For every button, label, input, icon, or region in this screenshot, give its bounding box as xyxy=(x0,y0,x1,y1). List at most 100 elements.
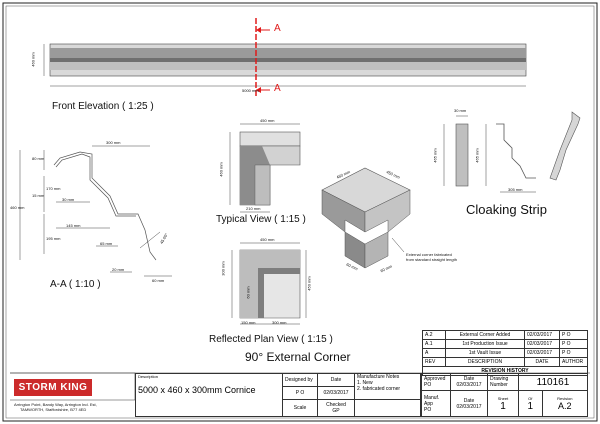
front-elevation-drawing xyxy=(43,18,527,98)
dim-cs-3: 305 mm xyxy=(508,187,523,192)
description-cell: 1st Vault Issue xyxy=(445,348,525,358)
approved-value: PO xyxy=(424,382,432,389)
header-author: AUTHOR xyxy=(559,357,588,367)
rev-cell: A.2 xyxy=(422,330,446,340)
iso-note-line1: External corner fabricated xyxy=(406,252,452,257)
header-rev: REV xyxy=(422,357,446,367)
date-value: 02/03/2017 xyxy=(317,385,355,400)
designed-by-label: Designed by xyxy=(282,373,318,387)
section-mark-top: A xyxy=(274,23,281,34)
dim-tv-0: 450 mm xyxy=(260,118,275,123)
dim-aa-3: 30 mm xyxy=(62,197,75,202)
revision-value: A.2 xyxy=(558,401,572,412)
manufacture-notes-cell: Manufacture Notes 1. New 2. fabricated c… xyxy=(354,373,421,400)
plan-view-title: Reflected Plan View ( 1:15 ) xyxy=(209,334,333,345)
date-cell: 02/03/2017 xyxy=(524,339,560,349)
checked-value: GP xyxy=(332,407,340,414)
date-cell: 02/03/2017 xyxy=(524,330,560,340)
address-line1: Arrington Point, Bandy Way, Arrington In… xyxy=(14,402,97,407)
author-cell: P O xyxy=(559,330,588,340)
approved-cell: Approved PO xyxy=(421,372,451,392)
section-aa-title: A-A ( 1:10 ) xyxy=(50,279,101,290)
main-title: 90° External Corner xyxy=(245,350,351,364)
dim-tv-1: 460 mm xyxy=(218,162,224,177)
of-label: Of xyxy=(528,395,533,401)
of-value: 1 xyxy=(527,400,534,412)
dim-pv-5: 300 mm xyxy=(272,320,287,325)
address-line2: TAMWORTH, Staffordshire, B77 4ED xyxy=(20,407,87,412)
dim-pv-3: 450 mm xyxy=(306,276,312,291)
front-length-dim: 5000 mm xyxy=(242,88,259,93)
dim-aa-10: 60 mm xyxy=(152,278,165,283)
designed-by-value: P O xyxy=(282,385,318,400)
typical-view-title: Typical View ( 1:15 ) xyxy=(216,214,306,225)
manuf-date-cell: Date 02/03/2017 xyxy=(450,390,488,417)
dim-pv-4: 150 mm xyxy=(241,320,256,325)
manuf-app-label: Manuf. App xyxy=(424,394,440,407)
sheet-label: Sheet xyxy=(497,395,509,401)
manufacture-notes-label: Manufacture Notes xyxy=(357,374,400,380)
approved-date-cell: Date 02/03/2017 xyxy=(450,372,488,392)
date-cell: 02/03/2017 xyxy=(524,348,560,358)
dim-aa-8: 65 mm xyxy=(100,241,113,246)
section-aa-drawing xyxy=(19,145,172,277)
checked-cell: Checked GP xyxy=(317,398,355,418)
manuf-app-value: PO xyxy=(424,406,432,413)
front-height-dim: 460 mm xyxy=(30,52,36,67)
approved-label: Approved xyxy=(424,376,446,383)
manuf-app-cell: Manuf. App PO xyxy=(421,390,451,417)
rev-cell: A xyxy=(422,348,446,358)
revision-label: Revision xyxy=(557,396,573,402)
cloaking-strip-title: Cloaking Strip xyxy=(466,202,547,217)
cloaking-strip-drawing xyxy=(443,111,581,193)
front-elevation-title: Front Elevation ( 1:25 ) xyxy=(52,101,154,112)
table-row: A.2 External Corner Added 02/03/2017 P O xyxy=(422,330,588,340)
manufacture-note1: 1. New xyxy=(357,380,373,386)
dim-aa-7: 460 mm xyxy=(10,205,25,210)
dim-aa-9: 20 mm xyxy=(112,267,125,272)
table-header-row: REV DESCRIPTION DATE AUTHOR xyxy=(422,357,588,367)
date-label: Date xyxy=(317,373,355,387)
isometric-corner-drawing xyxy=(321,167,411,269)
checked-label: Checked xyxy=(326,401,346,408)
title-block-right: Approved PO Date 02/03/2017 Drawing Numb… xyxy=(421,372,589,417)
dim-aa-2: 15 mm xyxy=(32,193,45,198)
dim-pv-1: 300 mm xyxy=(220,261,226,276)
typical-view-drawing xyxy=(229,123,301,213)
plan-view-drawing xyxy=(231,242,307,325)
author-cell: P O xyxy=(559,339,588,349)
manuf-date-value: 02/03/2017 xyxy=(456,403,482,410)
drawing-number-value: 110161 xyxy=(518,372,588,392)
dim-pv-0: 450 mm xyxy=(260,237,275,242)
manuf-date-label: Date xyxy=(463,397,475,404)
sheet-cell: Sheet 1 xyxy=(487,390,519,417)
title-block-left: Description 5000 x 460 x 300mm Cornice D… xyxy=(135,373,421,418)
scale-label: Scale xyxy=(282,398,318,418)
dim-aa-1: 80 mm xyxy=(32,156,45,161)
header-date: DATE xyxy=(524,357,560,367)
dim-cs-0: 30 mm xyxy=(454,108,467,113)
iso-note-line2: from standard straight length xyxy=(406,257,457,262)
description-value: 5000 x 460 x 300mm Cornice xyxy=(138,385,256,395)
section-mark-bottom: A xyxy=(274,83,281,94)
dim-tv-2: 210 mm xyxy=(246,206,261,211)
manufacture-note2: 2. fabricated corner xyxy=(357,386,401,392)
dim-cs-1: 465 mm xyxy=(432,148,438,163)
description-label: Description xyxy=(138,374,159,379)
dim-aa-6: 195 mm xyxy=(46,236,61,241)
header-description: DESCRIPTION xyxy=(445,357,525,367)
description-cell: 1st Production Issue xyxy=(445,339,525,349)
dim-aa-5: 145 mm xyxy=(66,223,81,228)
table-row: A.1 1st Production Issue 02/03/2017 P O xyxy=(422,339,588,349)
dim-aa-4: 170 mm xyxy=(46,186,61,191)
author-cell: P O xyxy=(559,348,588,358)
dim-cs-2: 465 mm xyxy=(474,148,480,163)
approved-date-value: 02/03/2017 xyxy=(456,382,482,389)
dim-aa-0: 300 mm xyxy=(106,140,121,145)
dim-pv-2: 60 mm xyxy=(245,286,251,299)
sheet-value: 1 xyxy=(500,400,506,412)
storm-king-logo: STORM KING xyxy=(14,379,92,396)
of-cell: Of 1 xyxy=(518,390,543,417)
